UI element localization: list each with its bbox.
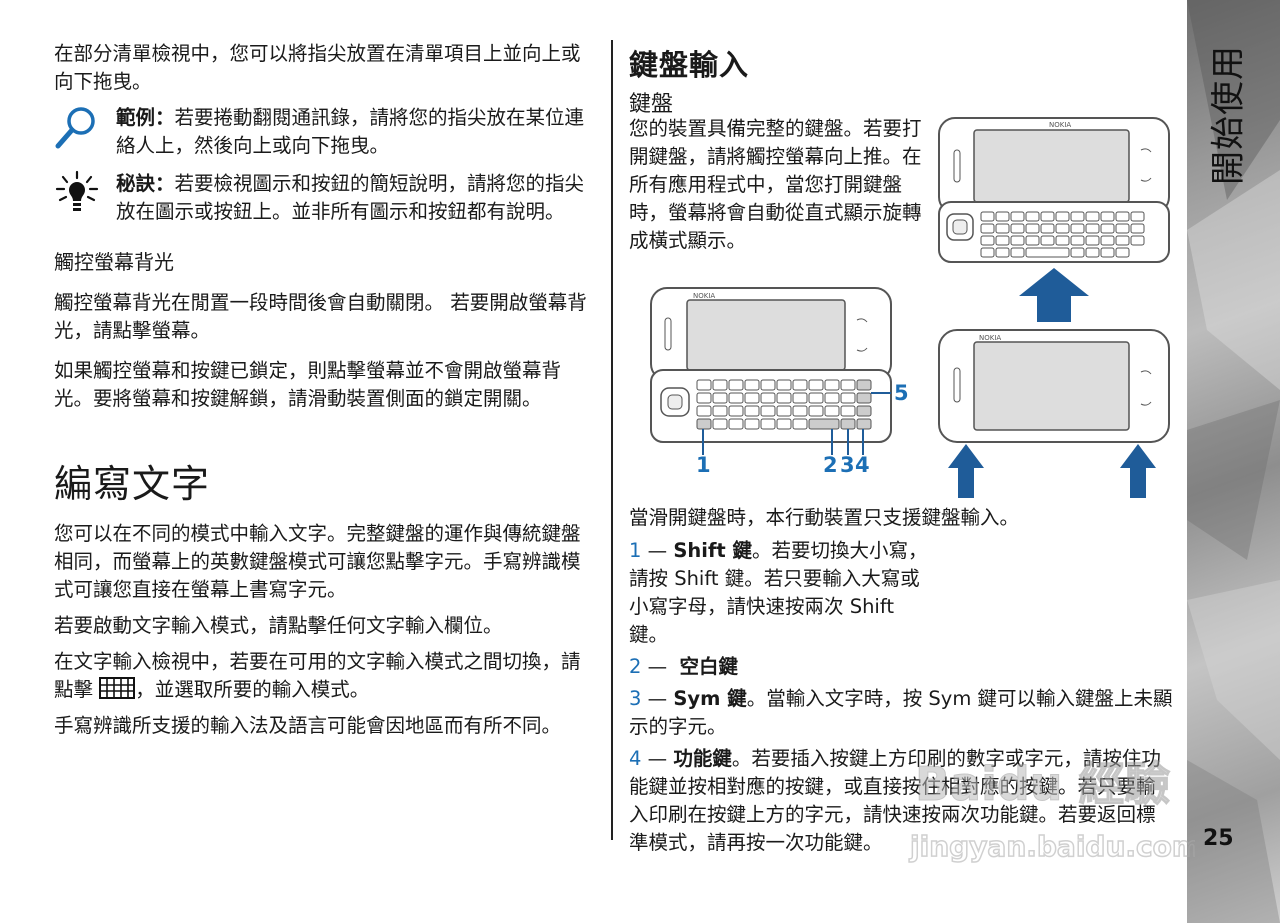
callout-4: 4 — [855, 453, 870, 477]
watermark-url: jingyan.baidu.com — [909, 830, 1195, 863]
left-column: 在部分清單檢視中，您可以將指尖放置在清單項目上並向上或向下拖曳。 範例：若要捲動… — [54, 40, 599, 740]
keyboard-grid-icon — [99, 677, 136, 699]
key-item-sym: 3 — Sym 鍵。當輸入文字時，按 Sym 鍵可以輸入鍵盤上未顯示的字元。 — [629, 687, 1173, 738]
callout-1: 1 — [696, 453, 711, 477]
key-item-space: 2 — 空白鍵 — [629, 655, 739, 678]
column-divider — [611, 40, 613, 840]
write-paragraph-4: 手寫辨識所支援的輸入法及語言可能會因地區而有所不同。 — [54, 714, 562, 737]
push-up-arrow-left — [948, 444, 984, 498]
callout-2: 2 — [823, 453, 838, 477]
phone-illustration: NOKIA NOKIA — [650, 117, 1170, 498]
phone-open-portrait: NOKIA — [938, 117, 1170, 263]
chapter-sidebar — [1187, 0, 1280, 923]
lightbulb-icon — [55, 170, 99, 211]
example-text: 若要捲動翻閱通訊錄，請將您的指尖放在某位連絡人上，然後向上或向下拖曳。 — [116, 106, 585, 157]
magnifier-icon — [55, 107, 95, 149]
page-number: 25 — [1203, 826, 1234, 851]
key-list: 1 — Shift 鍵。若要切換大小寫，請按 Shift 鍵。若只要輸入大寫或小… — [629, 537, 1174, 857]
phone-brand-closed: NOKIA — [979, 334, 1001, 342]
watermark-logo: Baidu 經驗 — [915, 757, 1171, 811]
watermark: Baidu 經驗 jingyan.baidu.com — [908, 757, 1195, 864]
keyboard-paragraph: 您的裝置具備完整的鍵盤。若要打開鍵盤，請將觸控螢幕向上推。在所有應用程式中，當您… — [629, 117, 922, 252]
after-image-paragraph: 當滑開鍵盤時，本行動裝置只支援鍵盤輸入。 — [629, 506, 1020, 529]
callout-5: 5 — [894, 381, 909, 405]
backlight-paragraph-1: 觸控螢幕背光在閒置一段時間後會自動關閉。 若要開啟螢幕背光，請點擊螢幕。 — [54, 291, 587, 342]
backlight-paragraph-2: 如果觸控螢幕和按鍵已鎖定，則點擊螢幕並不會開啟螢幕背光。要將螢幕和按鍵解鎖，請滑… — [54, 359, 562, 410]
phone-brand-left: NOKIA — [693, 292, 715, 300]
write-paragraph-3: 在文字輸入檢視中，若要在可用的文字輸入模式之間切換，請點擊 ，並選取所要的輸入模… — [54, 650, 581, 701]
key-item-shift: 1 — Shift 鍵。若要切換大小寫，請按 Shift 鍵。若只要輸入大寫或小… — [629, 539, 928, 646]
example-note: 範例：若要捲動翻閱通訊錄，請將您的指尖放在某位連絡人上，然後向上或向下拖曳。 — [54, 104, 599, 160]
intro-paragraph: 在部分清單檢視中，您可以將指尖放置在清單項目上並向上或向下拖曳。 — [54, 42, 581, 93]
write-paragraph-1: 您可以在不同的模式中輸入文字。完整鍵盤的運作與傳統鍵盤相同，而螢幕上的英數鍵盤模… — [54, 522, 581, 601]
section-title: 編寫文字 — [54, 462, 211, 506]
slide-up-arrow — [1019, 268, 1089, 322]
key-item-function: 4 — 功能鍵。若要插入按鍵上方印刷的數字或字元，請按住功能鍵並按相對應的按鍵，… — [629, 747, 1161, 854]
keyboard-input-title: 鍵盤輸入 — [629, 48, 750, 82]
keyboard-subtitle: 鍵盤 — [629, 92, 674, 117]
tip-note: 秘訣：若要檢視圖示和按鈕的簡短說明，請將您的指尖放在圖示或按鈕上。並非所有圖示和… — [54, 170, 599, 226]
backlight-heading: 觸控螢幕背光 — [54, 250, 174, 274]
sidebar-texture — [1187, 0, 1280, 923]
tip-label: 秘訣： — [116, 172, 175, 195]
tip-text: 若要檢視圖示和按鈕的簡短說明，請將您的指尖放在圖示或按鈕上。並非所有圖示和按鈕都… — [116, 172, 585, 223]
callout-3: 3 — [840, 453, 855, 477]
chapter-title: 開始使用 — [1208, 45, 1249, 185]
phone-closed: NOKIA — [938, 329, 1170, 443]
phone-brand-top: NOKIA — [1049, 121, 1071, 129]
example-label: 範例： — [116, 106, 175, 129]
push-up-arrow-right — [1120, 444, 1156, 498]
write-paragraph-2: 若要啟動文字輸入模式，請點擊任何文字輸入欄位。 — [54, 614, 503, 637]
phone-open-landscape: NOKIA 1 2 3 4 5 — [650, 287, 909, 477]
